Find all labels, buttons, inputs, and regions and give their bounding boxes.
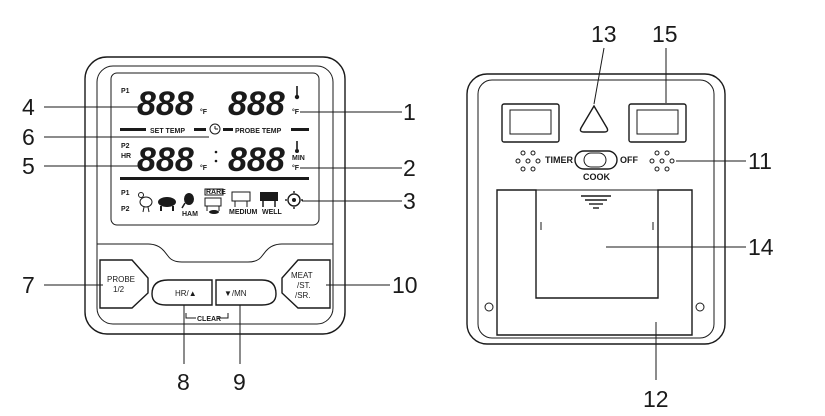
callout-9: 9 <box>233 369 246 395</box>
cow-icon <box>204 197 222 214</box>
leader-13 <box>593 47 605 105</box>
medium-label: MEDIUM <box>229 209 258 216</box>
thermometer-icon <box>295 141 299 153</box>
hr-up-button-label: HR/▲ <box>175 289 197 298</box>
colon-dot-bottom <box>214 159 218 163</box>
timer-label: TIMER <box>545 155 573 165</box>
front-body-outer <box>84 56 346 335</box>
back-view: TIMER OFF COOK <box>466 73 726 345</box>
clear-indicator: CLEAR <box>185 313 229 323</box>
clock-icon <box>209 123 221 135</box>
chicken-icon <box>138 192 153 213</box>
ham-icon <box>181 193 194 209</box>
mode-switch[interactable]: TIMER OFF COOK <box>545 150 638 182</box>
hr-up-button[interactable]: HR/▲ <box>151 279 213 306</box>
mn-down-button[interactable]: ▼/MN <box>215 279 277 306</box>
meat-button-label-line3: /SR. <box>295 291 311 300</box>
callout-7: 7 <box>22 272 35 298</box>
callout-2: 2 <box>403 155 416 181</box>
meat-button-label-line1: MEAT <box>291 271 313 280</box>
meat-p2-label: P2 <box>121 206 130 213</box>
cow-icon <box>231 191 251 207</box>
probe-button-label-line1: PROBE <box>107 275 135 284</box>
left-speaker-holes <box>515 150 541 172</box>
timer-hours-unit: °F <box>200 164 208 172</box>
callout-1: 1 <box>403 99 416 125</box>
callout-5: 5 <box>22 153 35 179</box>
mn-down-button-label: ▼/MN <box>224 289 247 298</box>
min-label: MIN <box>292 155 305 162</box>
back-body-outer <box>466 73 726 345</box>
callout-numbers: 1 2 3 4 5 6 7 8 9 10 11 12 13 14 15 <box>22 21 774 412</box>
meat-button[interactable]: MEAT /ST. /SR. <box>281 259 331 309</box>
set-temp-digits: 888 <box>137 85 194 123</box>
callout-10: 10 <box>392 272 418 298</box>
callout-8: 8 <box>177 369 190 395</box>
timer-min-digits: 888 <box>228 141 285 179</box>
hr-label: HR <box>121 153 131 160</box>
callout-6: 6 <box>22 124 35 150</box>
meat-button-label-line2: /ST. <box>297 281 311 290</box>
well-label: WELL <box>262 209 283 216</box>
rare-label: RARE <box>206 189 226 196</box>
right-magnet <box>628 103 687 143</box>
timer-hours-digits: 888 <box>137 141 194 179</box>
rare-box <box>204 188 224 196</box>
set-temp-label: SET TEMP <box>150 128 185 135</box>
callout-4: 4 <box>22 94 35 120</box>
off-label: OFF <box>620 155 638 165</box>
front-body-inner <box>96 65 334 325</box>
probe-temp-bar-right <box>291 128 309 131</box>
probe-temp-digits: 888 <box>228 85 285 123</box>
probe-temp-unit: °F <box>292 108 300 116</box>
triangle-button-icon[interactable] <box>579 104 609 133</box>
pig-icon <box>158 197 176 211</box>
battery-door[interactable] <box>496 189 693 336</box>
front-view: P1 888 °F 888 °F SET TEMP PROBE TEMP P2 … <box>84 56 346 335</box>
colon-dot-top <box>214 150 218 154</box>
p1-label: P1 <box>121 88 130 95</box>
timer-min-unit: °F <box>292 164 300 172</box>
probe-temp-bar-left <box>223 128 233 131</box>
screw-hole-left <box>484 302 494 312</box>
left-magnet <box>501 103 560 143</box>
right-speaker-holes <box>649 150 675 172</box>
callout-12: 12 <box>643 386 669 412</box>
button-panel <box>97 243 333 263</box>
probe-button-label-line2: 1/2 <box>113 285 125 294</box>
clear-label: CLEAR <box>197 316 221 323</box>
leader-lines <box>44 47 746 380</box>
meat-p1-label: P1 <box>121 190 130 197</box>
cow-icon <box>260 192 278 207</box>
probe-temp-label: PROBE TEMP <box>235 128 282 135</box>
callout-11: 11 <box>748 148 772 174</box>
callout-14: 14 <box>748 234 774 260</box>
thermometer-icon <box>294 86 300 100</box>
ham-label: HAM <box>182 211 198 218</box>
screw-hole-right <box>695 302 705 312</box>
cook-label: COOK <box>583 172 611 182</box>
gear-icon <box>285 191 303 209</box>
probe-button[interactable]: PROBE 1/2 <box>99 259 149 309</box>
lcd-screen <box>110 72 320 226</box>
lcd-divider <box>120 177 309 180</box>
callout-3: 3 <box>403 188 416 214</box>
p2-label: P2 <box>121 143 130 150</box>
set-temp-bar-right <box>194 128 206 131</box>
set-temp-bar-left <box>120 128 146 131</box>
set-temp-unit: °F <box>200 108 208 116</box>
back-body-inner <box>477 79 715 339</box>
callout-15: 15 <box>652 21 678 47</box>
callout-13: 13 <box>591 21 617 47</box>
